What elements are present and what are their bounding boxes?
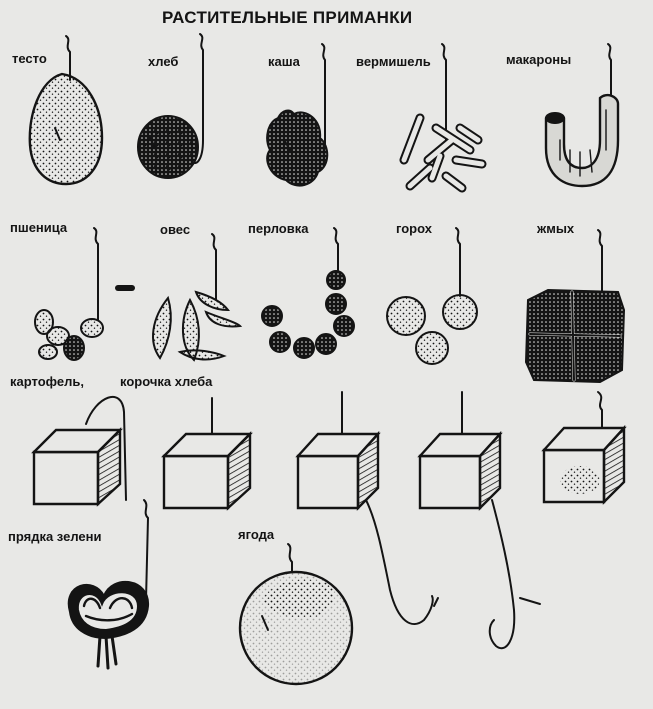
bread-bait (137, 33, 204, 179)
oilcake-line (597, 229, 603, 301)
berry-bait (238, 543, 354, 686)
greens-strand-bait (67, 499, 150, 670)
pearl-barley-bait (261, 227, 355, 359)
pasta-bait (544, 43, 620, 188)
oilcake-bait (524, 229, 626, 384)
hook-bend-4 (488, 499, 516, 649)
label-peas: горох (396, 221, 432, 236)
potato-cube-3 (295, 391, 439, 625)
oats-bait (152, 233, 243, 362)
label-dough: тесто (12, 51, 47, 66)
sheet-title: РАСТИТЕЛЬНЫЕ ПРИМАНКИ (162, 8, 413, 27)
greens-line (143, 499, 150, 601)
label-oats: овес (160, 222, 191, 237)
potato-cube-5 (541, 391, 627, 505)
potato-cube-2 (161, 397, 253, 511)
hook-bend-3 (365, 499, 434, 625)
potato-hook-1 (85, 395, 127, 501)
potato-cube-1 (31, 395, 127, 507)
label-greens-strand: прядка зелени (8, 529, 102, 544)
label-wheat: пшеница (10, 220, 68, 235)
label-bread: хлеб (148, 54, 179, 69)
wheat-line (93, 227, 99, 321)
bread-hook (189, 33, 204, 165)
pearl-barley-line (333, 227, 339, 271)
label-porridge: каша (268, 54, 300, 69)
peas-line (455, 227, 461, 297)
label-berry: ягода (238, 527, 275, 542)
label-vermicelli: вермишель (356, 54, 431, 69)
label-oilcake: жмых (537, 221, 575, 236)
vermicelli-bait (399, 43, 487, 193)
potato-hook-5 (597, 391, 603, 441)
label-pasta: макароны (506, 52, 572, 67)
wheat-bait (34, 227, 135, 361)
berry-line (287, 543, 293, 581)
porridge-bait (266, 43, 329, 187)
dough-line (65, 35, 71, 81)
oats-line (211, 233, 217, 301)
vermicelli-line (441, 43, 447, 141)
peas-bait (386, 227, 478, 365)
dough-bait (28, 35, 104, 186)
pasta-line (607, 43, 612, 101)
label-potato: картофель, (10, 374, 84, 389)
potato-cube-4 (417, 391, 541, 649)
label-bread-crust: корочка хлеба (120, 374, 213, 389)
label-pearl-barley: перловка (248, 221, 309, 236)
